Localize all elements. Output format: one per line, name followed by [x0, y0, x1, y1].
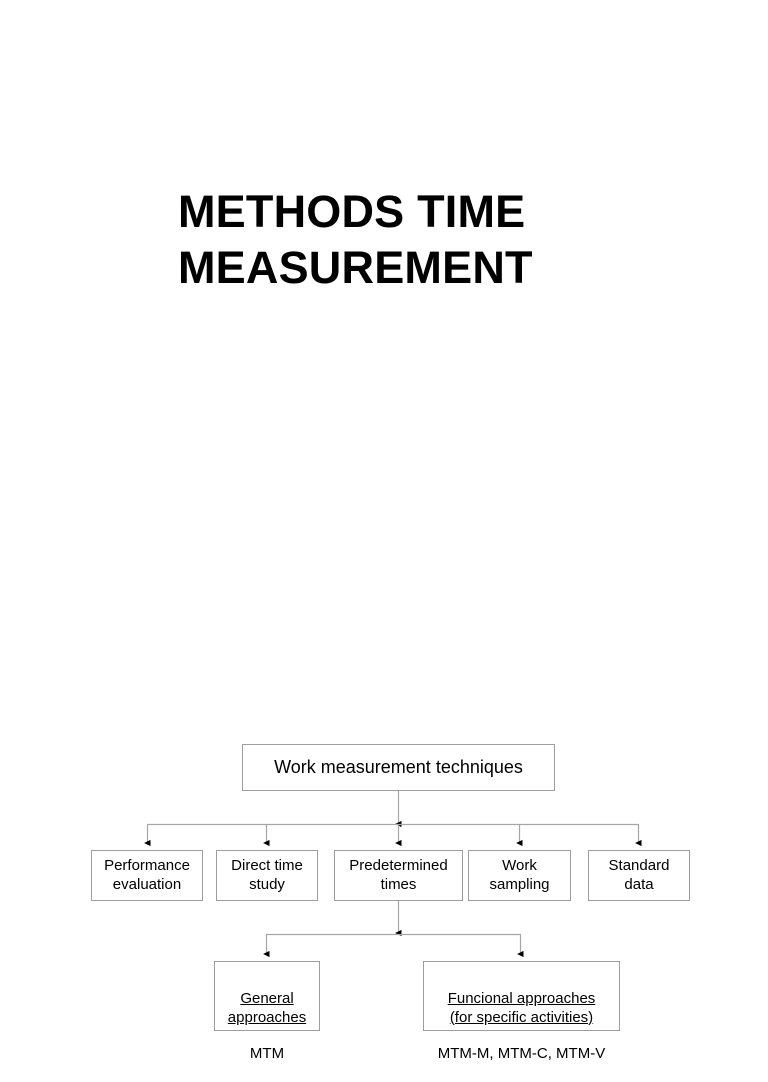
- node-funcional-approaches-heading: Funcional approaches (for specific activ…: [447, 990, 596, 1026]
- node-performance-evaluation[interactable]: Performance evaluation: [91, 850, 203, 901]
- node-general-approaches[interactable]: General approaches MTM: [214, 961, 320, 1062]
- node-funcional-approaches[interactable]: Funcional approaches (for specific activ…: [423, 961, 620, 1062]
- flowchart-connectors: [144, 791, 642, 958]
- node-general-approaches-heading: General approaches: [227, 990, 307, 1026]
- page-title: METHODS TIME MEASUREMENT: [178, 186, 533, 293]
- node-general-approaches-items: MTM: [249, 1045, 285, 1063]
- connector-root-to-level2: [144, 791, 642, 847]
- node-predetermined-times[interactable]: Predetermined times: [334, 850, 463, 901]
- node-funcional-approaches-items: MTM-M, MTM-C, MTM-V: [437, 1045, 606, 1063]
- work-measurement-flowchart: Work measurement techniques Performance …: [91, 744, 690, 1062]
- node-direct-time-study[interactable]: Direct time study: [216, 850, 318, 901]
- node-work-measurement-techniques[interactable]: Work measurement techniques: [242, 744, 555, 791]
- node-standard-data[interactable]: Standard data: [588, 850, 690, 901]
- connector-predetermined-to-level3: [263, 901, 524, 958]
- node-work-sampling[interactable]: Work sampling: [468, 850, 571, 901]
